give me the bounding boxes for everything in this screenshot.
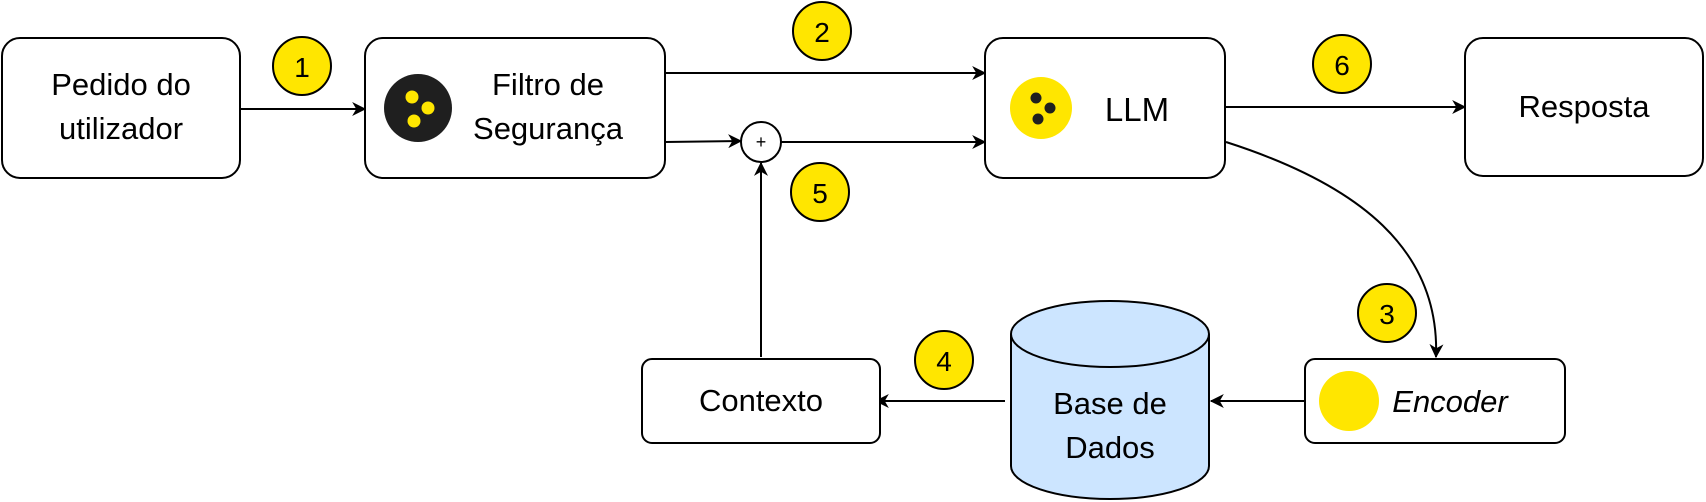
step-2-label: 2 — [814, 17, 830, 48]
edge-llm-to-encoder — [1225, 141, 1444, 359]
edge-filtro-to-sum — [664, 134, 743, 149]
step-badge-1: 1 — [272, 36, 332, 96]
contexto-label: Contexto — [699, 383, 823, 418]
step-3-label: 3 — [1379, 299, 1395, 330]
step-badge-6: 6 — [1312, 34, 1372, 94]
base-label-line1: Base de — [1053, 386, 1167, 421]
sum-junction: + — [740, 121, 782, 163]
llm-dots-icon — [1010, 77, 1072, 139]
base-label-line2: Dados — [1065, 430, 1155, 465]
step-badge-5: 5 — [790, 162, 850, 222]
step-5-label: 5 — [812, 178, 828, 209]
step-badge-4: 4 — [914, 330, 974, 390]
encoder-icon — [1319, 371, 1379, 431]
node-llm: LLM — [984, 37, 1226, 179]
node-encoder: Encoder — [1304, 358, 1566, 444]
pedido-label-line2: utilizador — [59, 111, 183, 146]
step-6-label: 6 — [1334, 50, 1350, 81]
node-pedido-utilizador: Pedido do utilizador — [1, 37, 241, 179]
step-4-label: 4 — [936, 346, 952, 377]
node-resposta: Resposta — [1464, 37, 1704, 177]
encoder-label: Encoder — [1392, 384, 1509, 419]
step-1-label: 1 — [294, 52, 310, 83]
pedido-label-line1: Pedido do — [51, 67, 191, 102]
resposta-label: Resposta — [1519, 89, 1651, 124]
step-badge-2: 2 — [792, 1, 852, 61]
filter-dots-icon — [384, 74, 452, 142]
node-filtro-seguranca: Filtro de Segurança — [364, 37, 666, 179]
filtro-label-line2: Segurança — [473, 111, 624, 146]
sum-symbol: + — [756, 132, 767, 152]
node-base-de-dados: Base de Dados — [1010, 300, 1210, 500]
llm-label: LLM — [1105, 91, 1169, 128]
node-contexto: Contexto — [641, 358, 881, 444]
filtro-label-line1: Filtro de — [492, 67, 604, 102]
step-badge-3: 3 — [1357, 283, 1417, 343]
